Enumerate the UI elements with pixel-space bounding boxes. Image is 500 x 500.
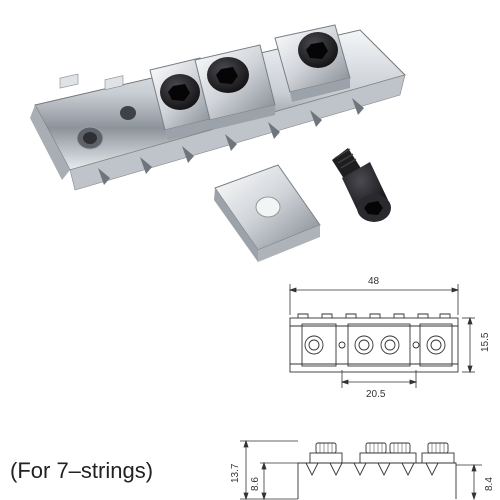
top-view-body xyxy=(289,313,459,373)
hex-screw-icon xyxy=(160,32,391,222)
side-view-drawing: 13.7 8.6 8.4 xyxy=(230,439,495,500)
dim-side-total-height: 13.7 xyxy=(230,463,241,483)
caption: (For 7–strings) xyxy=(10,458,154,483)
side-view-body xyxy=(297,442,457,499)
dim-overall-width: 48 xyxy=(368,276,380,287)
dim-side-body-height: 8.6 xyxy=(250,477,261,491)
locking-nut-photo xyxy=(30,24,406,262)
top-view-drawing: 48 15.5 20.5 xyxy=(288,276,491,400)
dim-side-right-height: 8.4 xyxy=(484,477,495,491)
dim-height: 15.5 xyxy=(480,332,491,352)
dim-hole-spacing: 20.5 xyxy=(366,389,386,400)
square-pad-icon xyxy=(214,164,321,262)
